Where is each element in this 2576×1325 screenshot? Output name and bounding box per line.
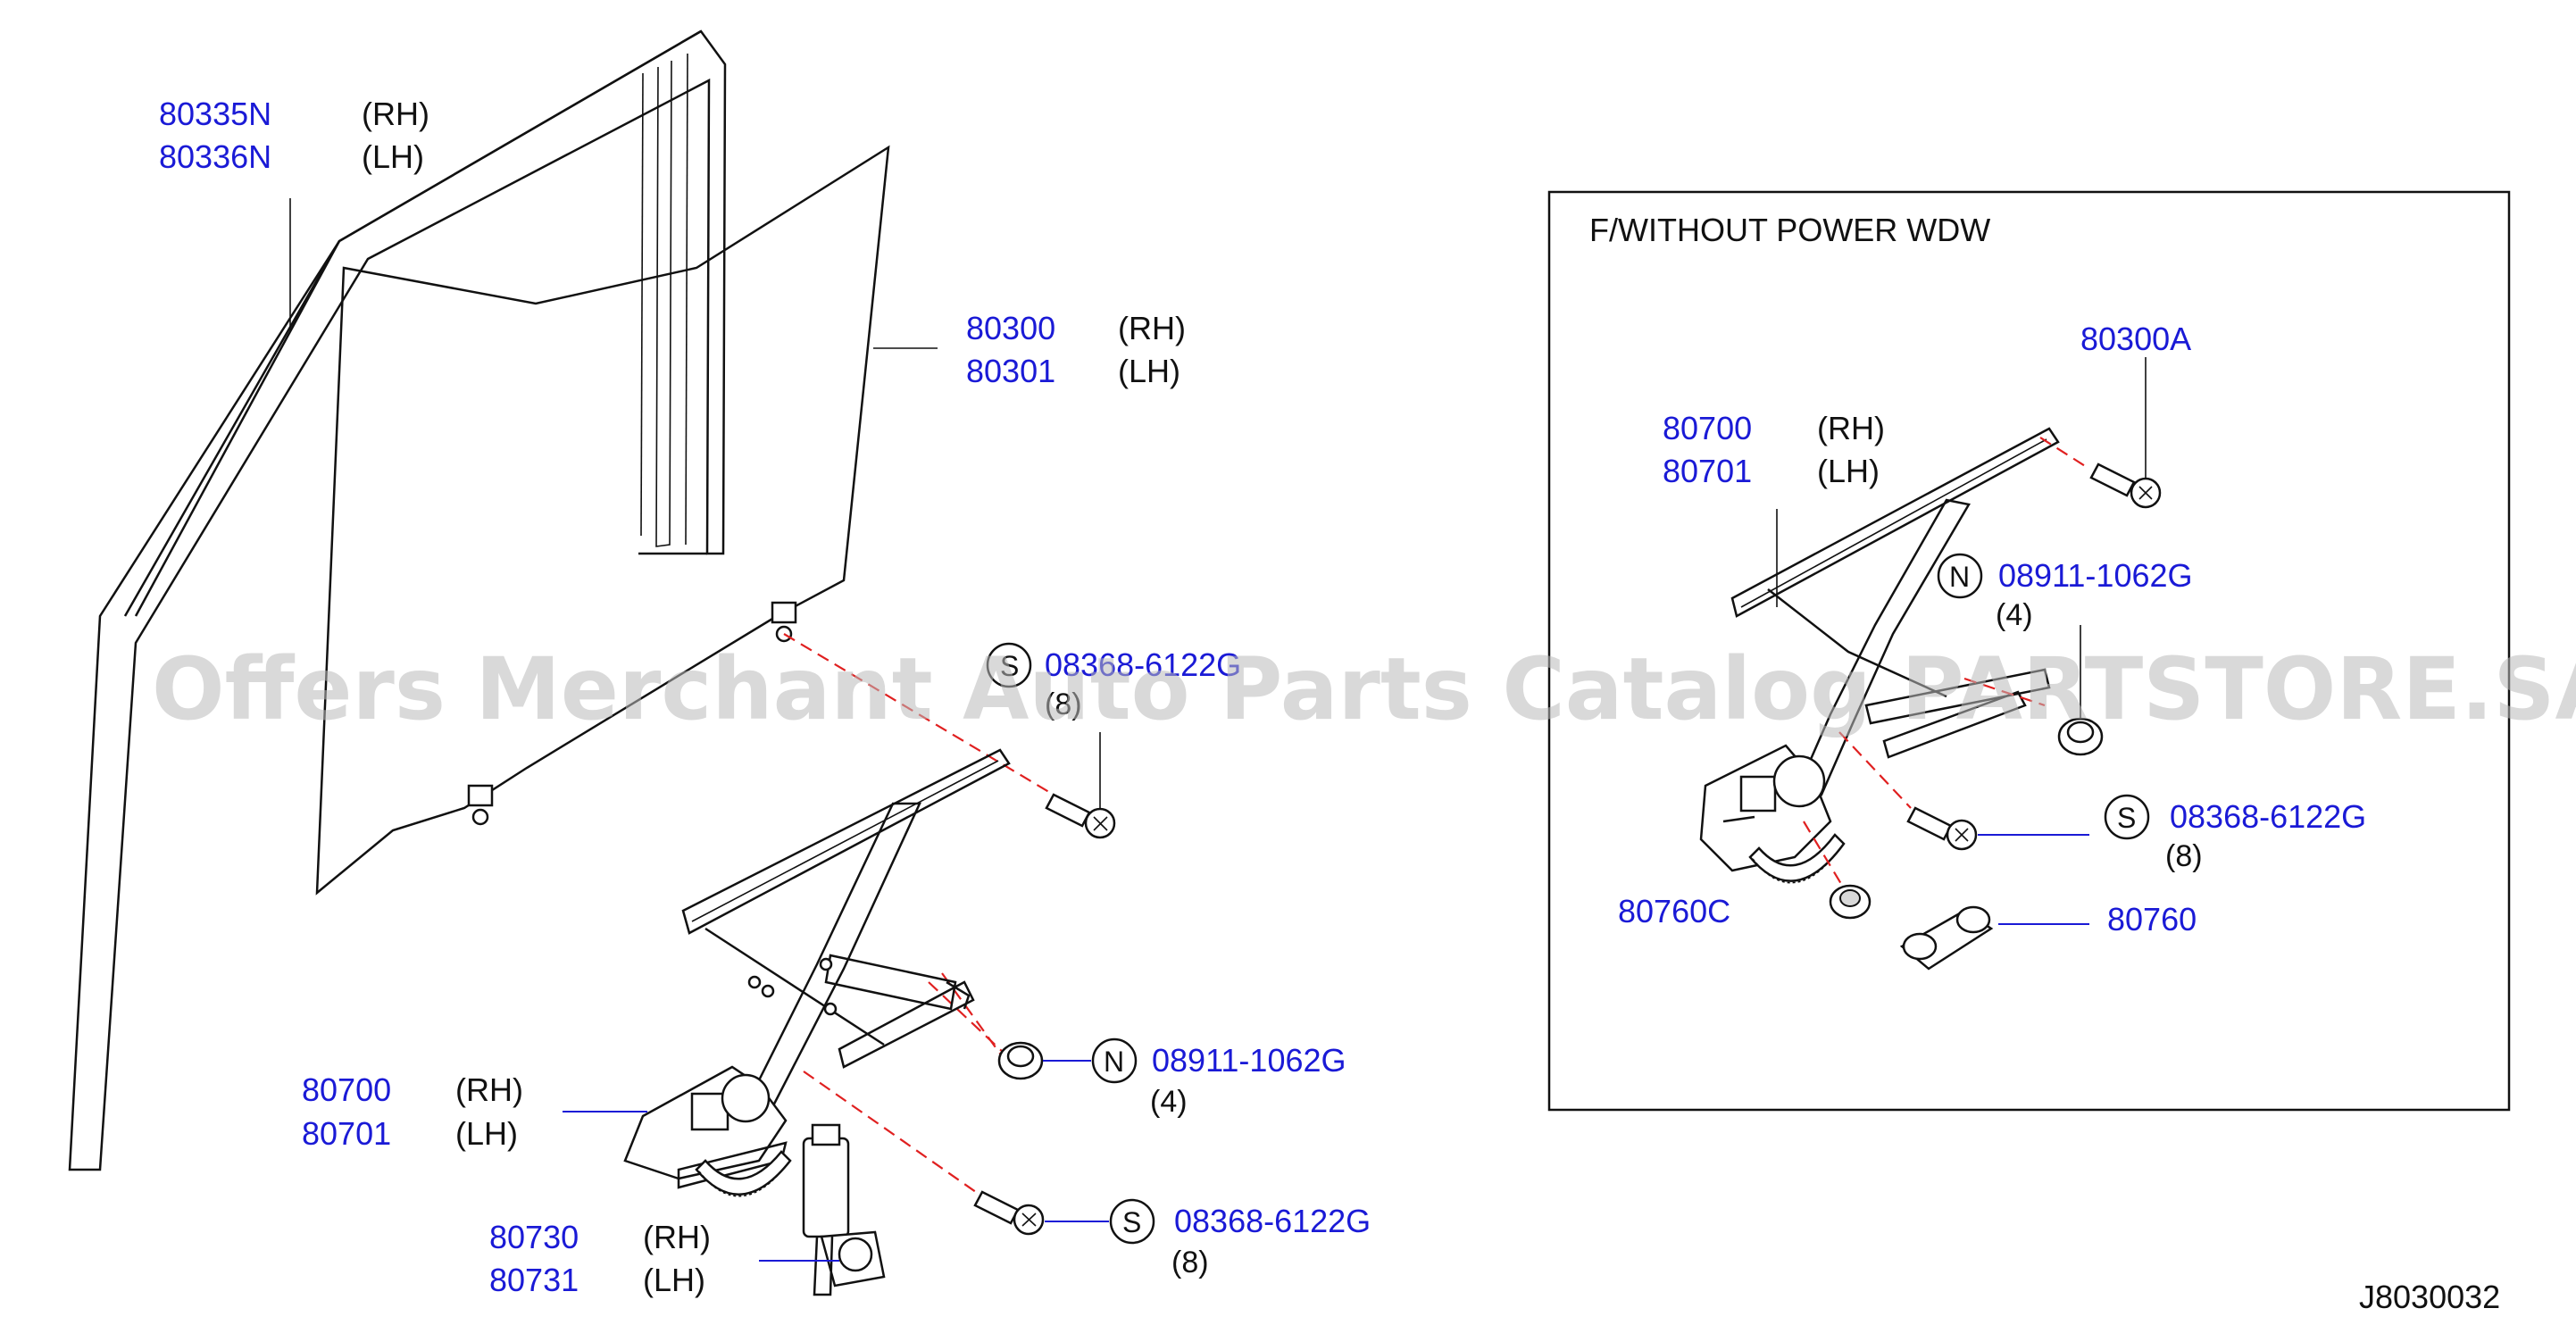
glass-run-frame — [68, 29, 727, 1171]
inset-handle-part[interactable]: 80760 — [2107, 901, 2197, 938]
bolt-upper-callout-circle — [986, 642, 1032, 688]
watermark: Offers Merchant Auto Parts Catalog PARTS… — [152, 639, 2576, 739]
inset-title: F/WITHOUT POWER WDW — [1589, 212, 1990, 248]
nut-part[interactable]: 08911-1062G — [1152, 1042, 1346, 1079]
inset-regulator — [1699, 427, 2060, 884]
inset-bolt-part[interactable]: 08368-6122G — [2170, 798, 2366, 835]
glass-rh-part[interactable]: 80300 — [966, 310, 1055, 346]
motor-lh-side: (LH) — [643, 1262, 705, 1298]
regulator-rh-side: (RH) — [455, 1071, 523, 1108]
inset-alignment-2 — [1838, 731, 1912, 809]
frame-lh-side: (LH) — [362, 138, 424, 175]
bolt-upper-letter: S — [1000, 650, 1019, 682]
inset-bolt-icon — [1906, 806, 1978, 851]
frame-rh-side: (RH) — [362, 96, 429, 132]
bolt-lower-icon — [973, 1190, 1045, 1236]
bolt-upper-qty: (8) — [1045, 688, 1082, 721]
bolt-upper-icon — [1045, 793, 1116, 839]
bolt-lower-callout-circle — [1109, 1198, 1155, 1245]
inset-bolt-a-icon — [2089, 462, 2162, 509]
alignment-line-3 — [941, 972, 1001, 1054]
inset-alignment-3 — [1963, 677, 2046, 707]
inset-nut-letter: N — [1949, 561, 1970, 593]
window-regulator — [623, 748, 1011, 1197]
bolt-lower-letter: S — [1122, 1206, 1141, 1238]
glass-rh-side: (RH) — [1118, 310, 1186, 346]
glass-lh-part[interactable]: 80301 — [966, 353, 1055, 389]
bolt-upper-part[interactable]: 08368-6122G — [1045, 646, 1241, 683]
regulator-lh-part[interactable]: 80701 — [302, 1115, 391, 1152]
nut-callout-circle — [1091, 1038, 1138, 1084]
motor-rh-part[interactable]: 80730 — [489, 1219, 579, 1255]
inset-alignment-1 — [2039, 437, 2090, 470]
alignment-line-1 — [783, 633, 1077, 809]
inset-bolt-a-part[interactable]: 80300A — [2080, 321, 2191, 357]
diagram-code: J8030032 — [2359, 1279, 2500, 1315]
inset-washer-icon — [1829, 884, 1872, 920]
motor-lh-part[interactable]: 80731 — [489, 1262, 579, 1298]
bolt-lower-part[interactable]: 08368-6122G — [1174, 1203, 1371, 1239]
inset-nut-callout-circle — [1937, 553, 1983, 599]
inset-washer-part[interactable]: 80760C — [1618, 893, 1730, 929]
inset-regulator-rh-part[interactable]: 80700 — [1663, 410, 1752, 446]
inset-alignment-4 — [1803, 821, 1845, 889]
nut-letter: N — [1104, 1046, 1124, 1078]
inset-bolt-callout-circle — [2104, 794, 2150, 840]
inset-nut-qty: (4) — [1996, 598, 2033, 632]
inset-nut-part[interactable]: 08911-1062G — [1998, 557, 2193, 594]
inset-handle-icon — [1899, 905, 1994, 971]
nut-main-icon — [997, 1041, 1044, 1080]
door-glass — [315, 145, 890, 896]
motor-rh-side: (RH) — [643, 1219, 711, 1255]
regulator-motor — [802, 1123, 886, 1296]
bolt-lower-qty: (8) — [1171, 1246, 1209, 1279]
alignment-line-4 — [803, 1071, 983, 1197]
regulator-rh-part[interactable]: 80700 — [302, 1071, 391, 1108]
regulator-lh-side: (LH) — [455, 1115, 518, 1152]
inset-regulator-lh-part[interactable]: 80701 — [1663, 453, 1752, 489]
inset-bolt-qty: (8) — [2165, 839, 2203, 873]
inset-bolt-letter: S — [2117, 802, 2136, 834]
inset-nut-icon — [2057, 717, 2104, 756]
frame-rh-part[interactable]: 80335N — [159, 96, 271, 132]
nut-qty: (4) — [1150, 1085, 1188, 1119]
glass-lh-side: (LH) — [1118, 353, 1180, 389]
inset-regulator-lh-side: (LH) — [1817, 453, 1880, 489]
frame-lh-part[interactable]: 80336N — [159, 138, 271, 175]
inset-frame — [1547, 190, 2511, 1112]
inset-regulator-rh-side: (RH) — [1817, 410, 1885, 446]
